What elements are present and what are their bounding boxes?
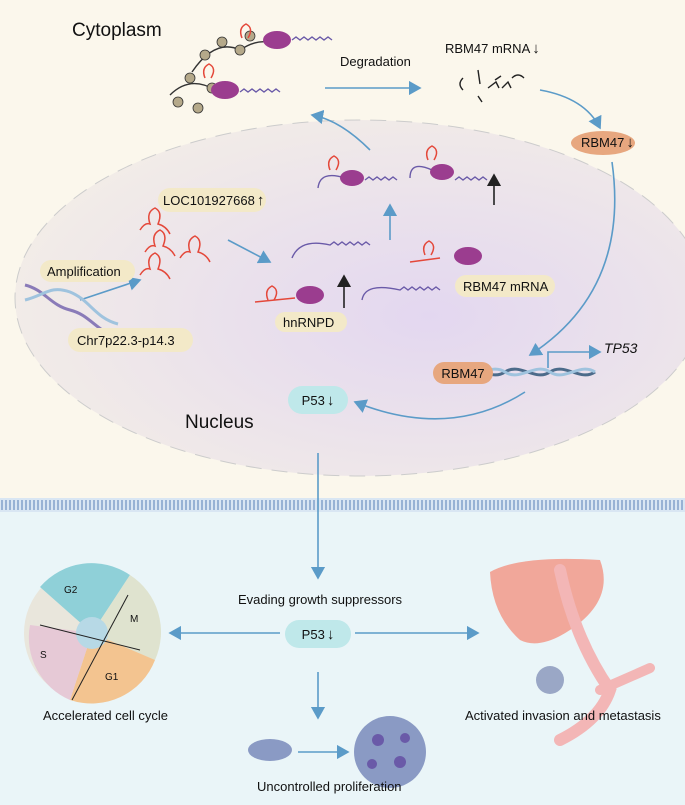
tumor-mass bbox=[354, 716, 426, 788]
down-arrow-icon: ↓ bbox=[626, 134, 634, 151]
rbm47mrna-cloud bbox=[455, 275, 555, 297]
flow-arrows bbox=[79, 80, 616, 760]
liver-metastasis-illustration bbox=[490, 558, 655, 746]
rna-complex-cytoplasm-2 bbox=[169, 63, 281, 114]
degradation-label: Degradation bbox=[340, 54, 411, 69]
rbm47-mrna-nucleus-label: RBM47 mRNA bbox=[463, 279, 549, 294]
cell-cycle-label: Accelerated cell cycle bbox=[43, 708, 168, 723]
arrow-tp53-to-p53 bbox=[353, 391, 526, 420]
nucleus-label: Nucleus bbox=[185, 412, 254, 433]
rna-complex-nucleus-1 bbox=[317, 155, 398, 189]
rna-complex-nucleus-2 bbox=[409, 145, 502, 205]
rbm47-mrna-nucleus-2 bbox=[361, 286, 441, 301]
evading-label: Evading growth suppressors bbox=[238, 592, 403, 607]
p53-nucleus-pill: P53↓ bbox=[288, 386, 348, 414]
down-arrow-icon: ↓ bbox=[326, 391, 335, 409]
degraded-rna-fragments bbox=[459, 69, 525, 103]
proliferation-label: Uncontrolled proliferation bbox=[257, 779, 402, 794]
rbm47-protein-text: RBM47 bbox=[581, 135, 625, 150]
cytoplasm-label: Cytoplasm bbox=[72, 20, 162, 41]
hnrnpd-label: hnRNPD bbox=[283, 315, 335, 330]
loc-text: LOC101927668 bbox=[163, 193, 255, 208]
chr-label: Chr7p22.3-p14.3 bbox=[77, 333, 175, 348]
arrow-amplification bbox=[79, 276, 142, 301]
cell-cycle-wheel bbox=[24, 563, 162, 704]
up-arrow-icon: ↑ bbox=[256, 192, 265, 209]
tp53-label: TP53 bbox=[604, 340, 638, 356]
down-arrow-icon: ↓ bbox=[532, 40, 540, 57]
rbm47-protein-shape bbox=[571, 131, 635, 155]
hnrnpd-protein bbox=[254, 274, 352, 308]
amplification-cloud bbox=[40, 260, 135, 282]
p53-bottom-text: P53 bbox=[301, 626, 325, 642]
rna-complex-cytoplasm-1 bbox=[191, 23, 333, 73]
arrow-to-rbm47 bbox=[539, 89, 602, 130]
p53-bottom-pill: P53↓ bbox=[285, 620, 351, 648]
rbm47-mrna-nucleus-3 bbox=[409, 240, 482, 265]
loc-label: LOC101927668↑ bbox=[163, 192, 264, 209]
hnrnpd-cloud bbox=[275, 312, 347, 332]
rbm47-mrna-top-label: RBM47 mRNA↓ bbox=[445, 40, 540, 57]
single-cell bbox=[248, 739, 292, 761]
arrow-loc-to-mrna bbox=[227, 239, 272, 264]
invasion-label: Activated invasion and metastasis bbox=[465, 708, 661, 723]
phase-m-label: M bbox=[130, 614, 139, 625]
rbm47-mrna-top-text: RBM47 mRNA bbox=[445, 41, 531, 56]
amplification-label: Amplification bbox=[47, 264, 121, 279]
rbm47-protein-label: RBM47↓ bbox=[581, 134, 634, 151]
phase-g2-label: G2 bbox=[64, 585, 78, 596]
arrow-export bbox=[310, 109, 371, 151]
chr-cloud bbox=[68, 328, 193, 352]
lncrna-molecules bbox=[139, 207, 211, 280]
down-arrow-icon: ↓ bbox=[326, 625, 335, 643]
cell-membrane bbox=[0, 498, 685, 512]
loc-cloud bbox=[158, 188, 266, 212]
rbm47-nucleus-text: RBM47 bbox=[441, 365, 485, 381]
rbm47-mrna-nucleus-1 bbox=[291, 241, 371, 259]
arrow-rbm47-into-nucleus bbox=[528, 161, 616, 356]
p53-nucleus-text: P53 bbox=[301, 392, 325, 408]
phase-g1-label: G1 bbox=[105, 672, 119, 683]
rbm47-nucleus-pill: RBM47 bbox=[433, 362, 493, 384]
phase-s-label: S bbox=[40, 650, 47, 661]
